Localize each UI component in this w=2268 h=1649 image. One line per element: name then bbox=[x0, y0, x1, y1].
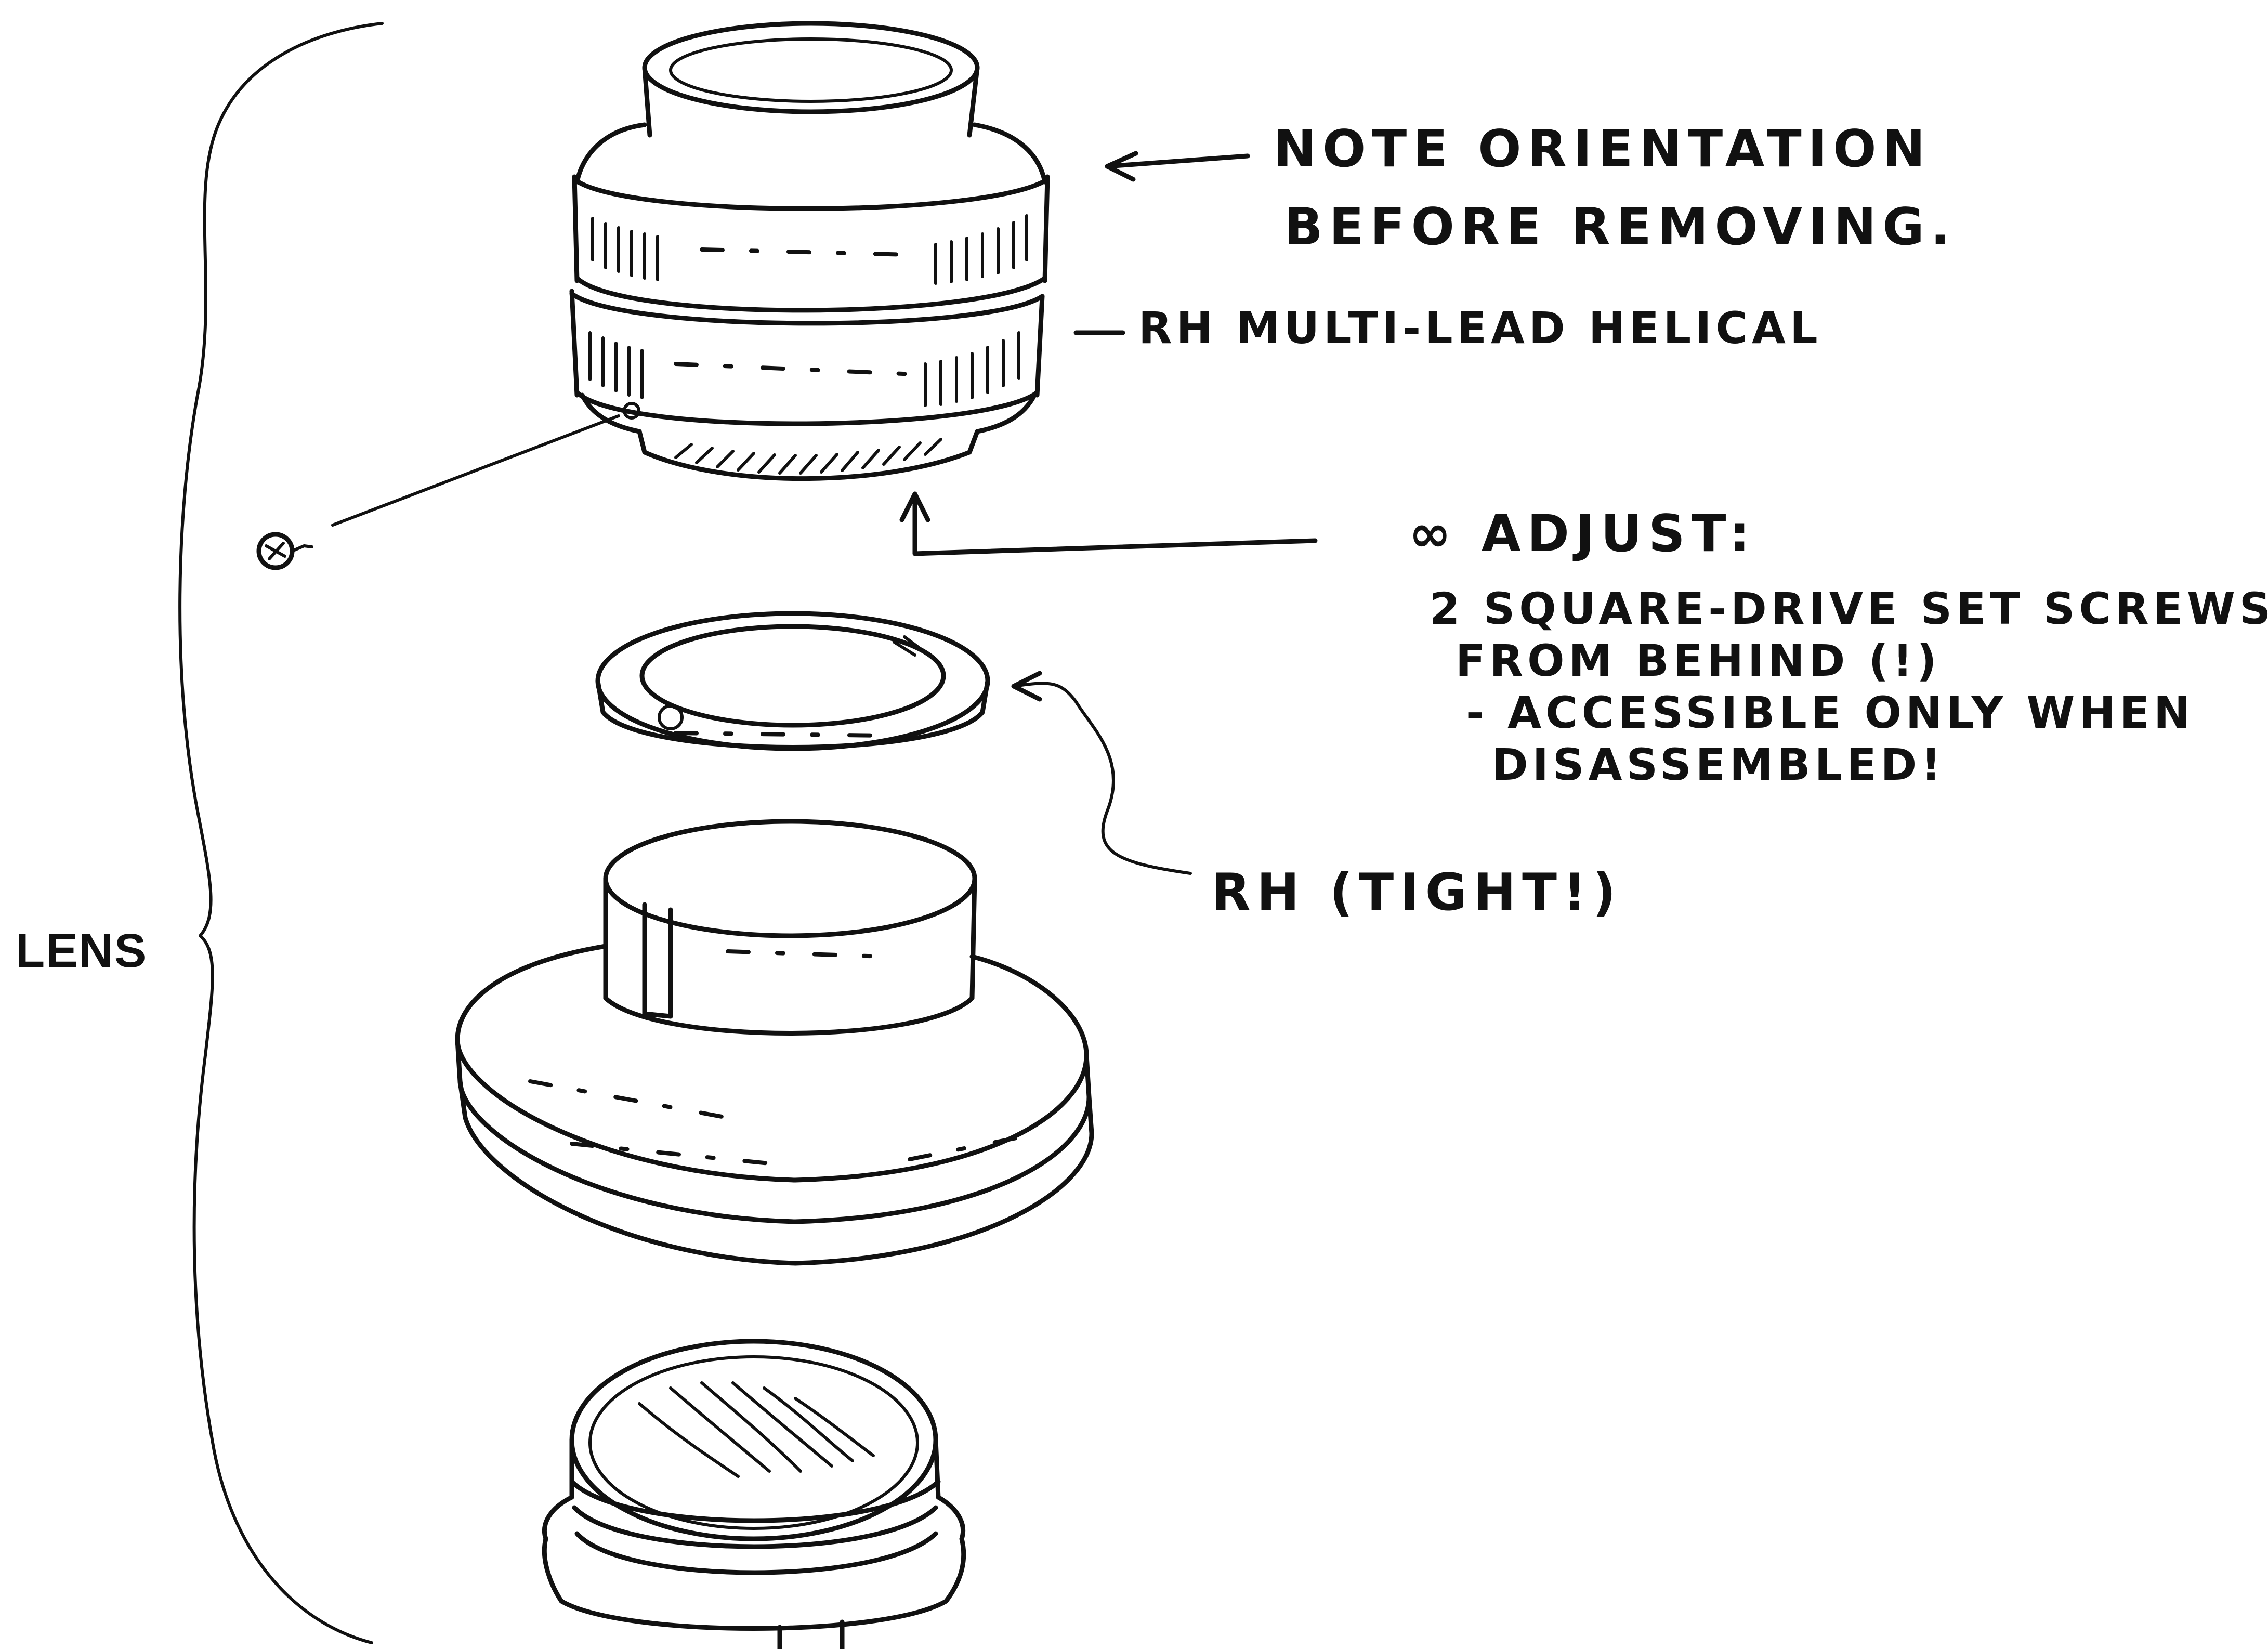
infinity-adjust-line1: 2 SQUARE-DRIVE SET SCREWS bbox=[1430, 583, 2268, 634]
orientation-leader bbox=[1105, 151, 1250, 182]
glass-reflection bbox=[638, 1381, 875, 1478]
infinity-adjust-line4: DISASSEMBLED! bbox=[1492, 739, 1945, 790]
infinity-adjust-leader bbox=[899, 491, 1318, 556]
orientation-note-line1: NOTE ORIENTATION bbox=[1274, 120, 1932, 179]
infinity-adjust-title: ∞ ADJUST: bbox=[1409, 504, 1756, 564]
lower-knurl-left bbox=[588, 331, 644, 399]
upper-knurl-left bbox=[591, 217, 659, 281]
set-screw bbox=[256, 414, 620, 570]
infinity-adjust-line3: - ACCESSIBLE ONLY WHEN bbox=[1466, 687, 2194, 738]
thread-hatching bbox=[674, 438, 942, 475]
ring-note: RH (TIGHT!) bbox=[1211, 863, 1622, 922]
orientation-note-line2: BEFORE REMOVING. bbox=[1284, 198, 1956, 257]
infinity-adjust-line2: FROM BEHIND (!) bbox=[1456, 635, 1941, 686]
lens-group-label: LENS bbox=[16, 924, 147, 977]
upper-knurl-right bbox=[934, 214, 1028, 285]
helical-note: RH MULTI-LEAD HELICAL bbox=[1138, 303, 1822, 354]
ring-leader bbox=[1011, 671, 1192, 875]
retaining-ring bbox=[595, 611, 990, 751]
lower-knurl-right bbox=[924, 331, 1020, 407]
lens-mount-flange bbox=[455, 819, 1094, 1266]
helical-focus-assembly bbox=[569, 21, 1050, 481]
lens-group-brace bbox=[178, 22, 384, 1644]
rear-lens-cell bbox=[542, 1339, 966, 1649]
